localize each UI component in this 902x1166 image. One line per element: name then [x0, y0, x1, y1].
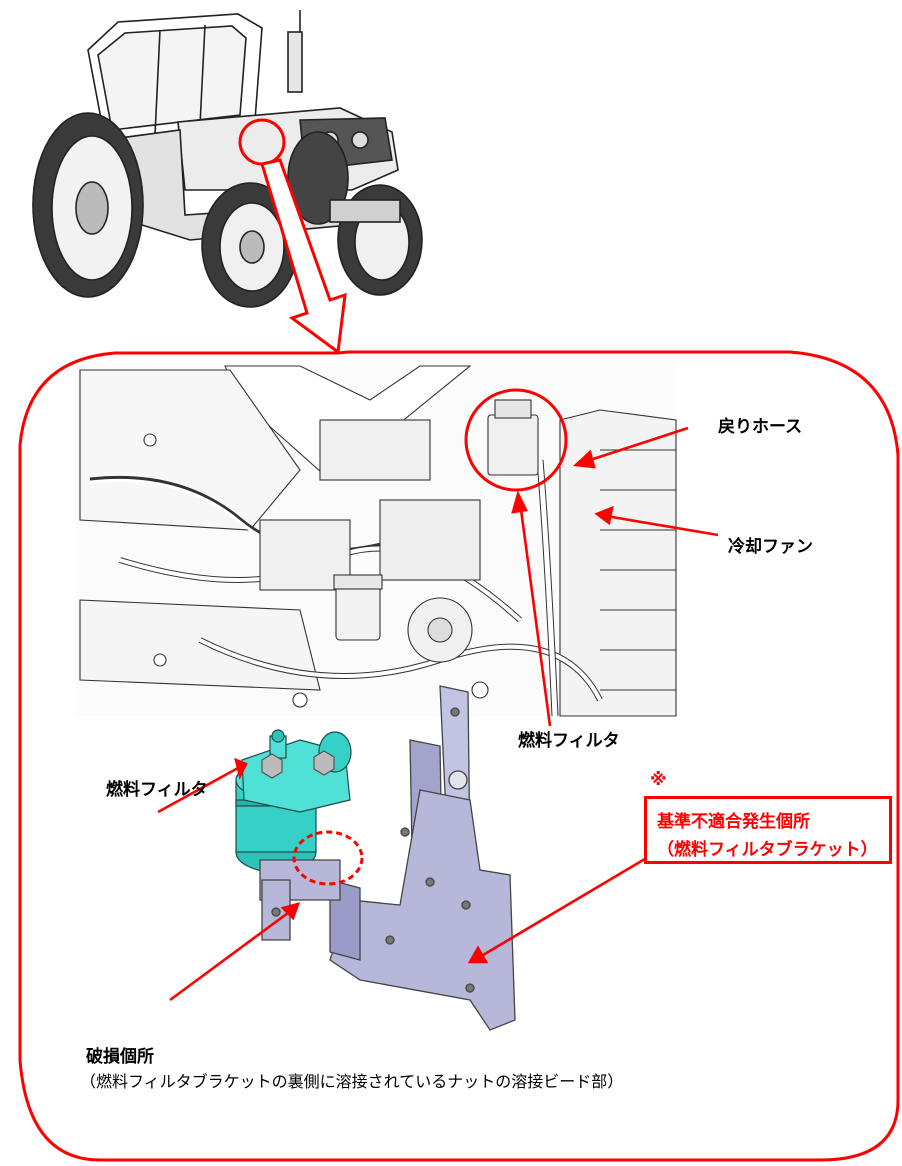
defect-location-box: 基準不適合発生個所 （燃料フィルタブラケット）: [644, 796, 892, 864]
zoom-arrow: [260, 158, 347, 355]
cooling-fan-label: 冷却ファン: [728, 537, 813, 557]
bracket-model: [259, 685, 516, 1031]
tractor-illustration: [32, 10, 423, 308]
defect-location-line1: 基準不適合発生個所: [657, 812, 810, 832]
note-mark: ※: [650, 770, 667, 790]
fuel-filter-model: [235, 729, 352, 873]
fuel-filter-part-label: 燃料フィルタ: [106, 780, 208, 800]
engine-bay-illustration: [76, 365, 677, 717]
callout-frame: [18, 350, 900, 1162]
defect-location-line2: （燃料フィルタブラケット）: [657, 840, 878, 860]
fuel-filter-engine-label: 燃料フィルタ: [518, 731, 620, 751]
return-hose-label: 戻りホース: [718, 417, 803, 437]
part-leaders: [157, 757, 661, 1002]
fuel-filter-highlight-circle: [464, 388, 568, 492]
engine-leaders: [511, 426, 719, 727]
damage-description: （燃料フィルタブラケットの裏側に溶接されているナットの溶接ビード部）: [80, 1072, 624, 1091]
damage-dashed-circle: [292, 830, 364, 886]
damage-location-label: 破損個所: [86, 1047, 154, 1067]
